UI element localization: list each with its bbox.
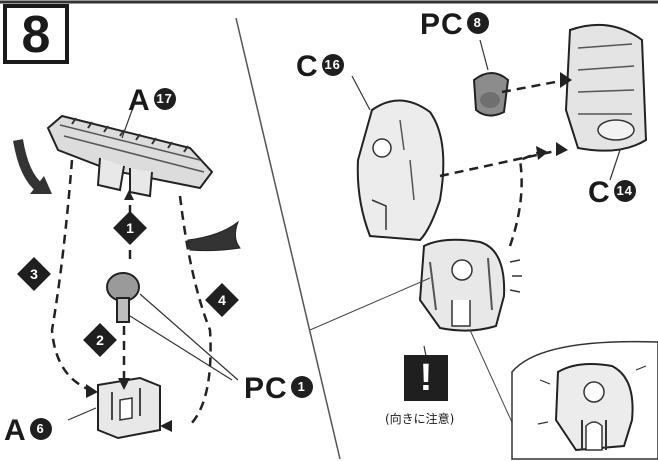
- label-pc1-letter: PC: [244, 372, 288, 405]
- assembly-paths-right: [439, 78, 567, 247]
- step-marker-1: 1: [113, 211, 147, 245]
- label-a6-letter: A: [4, 414, 27, 447]
- step-marker-4: 4: [205, 283, 239, 317]
- label-pc1-num: 1: [290, 376, 313, 399]
- part-pc8-shape: [472, 72, 510, 117]
- panel-divider: [235, 17, 341, 460]
- label-a6-num: 6: [29, 418, 52, 441]
- part-pc1-shape: [106, 272, 140, 323]
- step-marker-2: 2: [83, 323, 117, 357]
- caution-note: (向きに注意): [385, 412, 455, 426]
- label-c14-num: 14: [613, 180, 636, 203]
- rotate-arrow: [13, 139, 44, 192]
- step-marker-3: 3: [17, 257, 51, 291]
- label-c14-letter: C: [588, 176, 611, 209]
- label-pc8-num: 8: [466, 12, 489, 35]
- part-assembly-shape: [418, 238, 522, 332]
- part-a6-shape: [97, 376, 161, 440]
- label-c16-letter: C: [296, 50, 319, 83]
- label-a17-num: 17: [153, 88, 176, 111]
- part-a17-shape: [46, 114, 214, 198]
- label-pc8-letter: PC: [420, 8, 464, 41]
- label-c16-num: 16: [321, 54, 344, 77]
- step-number: 8: [3, 4, 69, 64]
- caution-icon: !: [404, 355, 448, 401]
- part-c14-shape: [564, 23, 648, 152]
- part-c16-shape: [356, 99, 445, 242]
- detail-part-shape: [537, 363, 647, 452]
- assembly-paths: [50, 159, 212, 426]
- label-a17-letter: A: [128, 84, 151, 117]
